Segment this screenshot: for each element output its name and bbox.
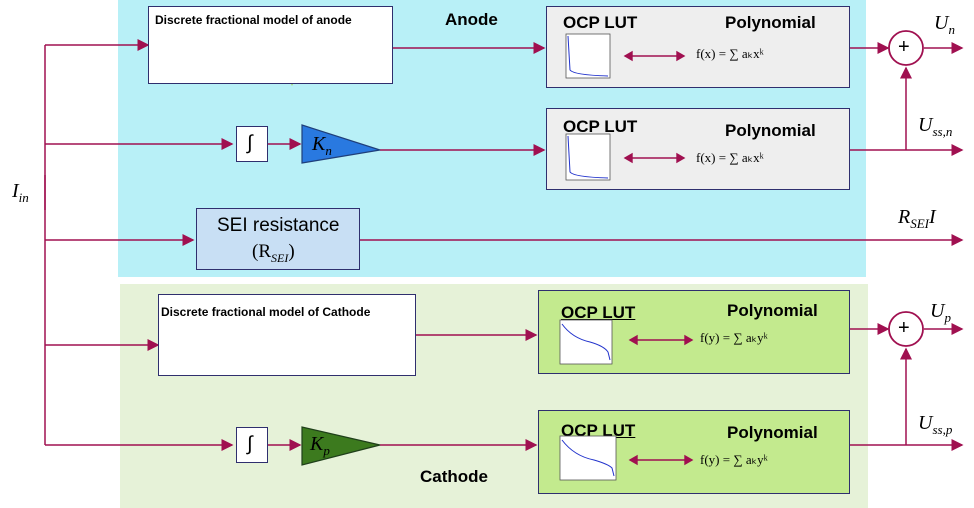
- output-uss-p: Uss,p: [918, 412, 953, 437]
- poly-formula-anode-2: f(x) = ∑ aₖxᵏ: [696, 150, 764, 165]
- sum-junction-p: [888, 311, 924, 347]
- sei-resistance-box[interactable]: SEI resistance (RSEI): [196, 208, 360, 270]
- anode-region-label: Anode: [445, 10, 498, 29]
- anode-model-title: Discrete fractional model of anode: [155, 13, 352, 27]
- gain-p-label: Kp: [310, 433, 330, 458]
- gain-n-label: Kn: [312, 133, 332, 158]
- sum-symbol-p: +: [898, 317, 910, 339]
- cathode-lut-block-1[interactable]: OCP LUT Polynomial: [538, 290, 850, 374]
- poly-formula-cathode-1: f(y) = ∑ aₖyᵏ: [700, 330, 768, 345]
- sum-junction-n: [888, 30, 924, 66]
- integrator-p[interactable]: ∫: [236, 427, 268, 463]
- sum-symbol-n: +: [898, 36, 910, 58]
- gain-n-triangle: [301, 124, 381, 164]
- sei-label: SEI resistance: [217, 215, 340, 236]
- cathode-lut-block-2[interactable]: OCP LUT Polynomial: [538, 410, 850, 494]
- output-un: Un: [934, 12, 955, 37]
- output-up: Up: [930, 300, 951, 325]
- input-current-label: Iin: [12, 180, 29, 205]
- output-uss-n: Uss,n: [918, 114, 953, 139]
- poly-formula-anode-1: f(x) = ∑ aₖxᵏ: [696, 46, 764, 61]
- integrator-n[interactable]: ∫: [236, 126, 268, 162]
- anode-lut-block-2[interactable]: OCP LUT Polynomial: [546, 108, 850, 190]
- gain-p-triangle: [301, 426, 381, 466]
- cathode-model-box[interactable]: Discrete fractional model of Cathode: [158, 294, 416, 376]
- poly-formula-cathode-2: f(y) = ∑ aₖyᵏ: [700, 452, 768, 467]
- cathode-model-title: Discrete fractional model of Cathode: [161, 305, 371, 319]
- output-rsei-i: RSEII: [898, 206, 936, 231]
- sei-sub-label: (RSEI): [252, 241, 295, 265]
- anode-model-box[interactable]: Discrete fractional model of anode: [148, 6, 393, 84]
- cathode-region-label: Cathode: [420, 467, 488, 486]
